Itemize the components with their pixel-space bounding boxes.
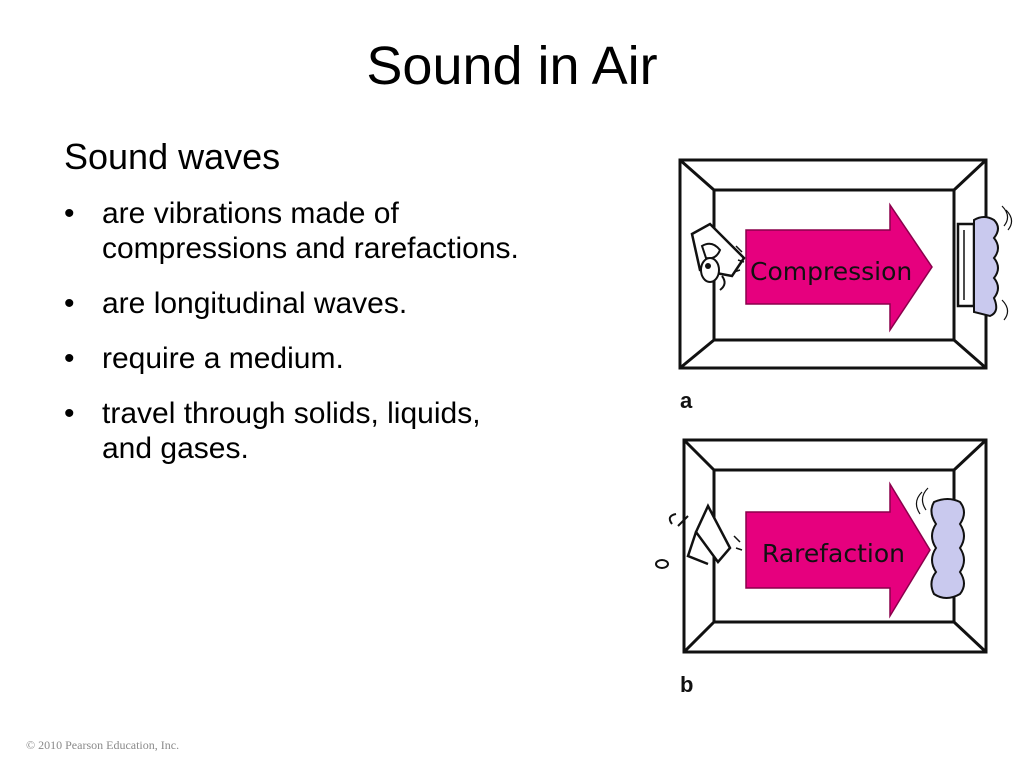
bullet-line: compressions and rarefactions. <box>102 232 519 265</box>
compression-arrow <box>745 202 933 333</box>
rarefaction-arrow <box>745 481 931 619</box>
bullet-line: require a medium. <box>102 342 344 375</box>
eardrum-icon <box>915 487 965 599</box>
slide-title: Sound in Air <box>366 36 658 96</box>
bullet-marker: • <box>64 342 75 375</box>
bullet-line: and gases. <box>102 432 249 465</box>
copyright-notice: © 2010 Pearson Education, Inc. <box>26 738 180 752</box>
rarefaction-diagram: Rarefaction b <box>652 432 1024 702</box>
panel-label-a: a <box>680 388 693 413</box>
bullet-text: are vibrations made of compressions and … <box>102 196 664 266</box>
compression-label: Compression <box>750 257 912 286</box>
bullet-line: travel through solids, liquids, <box>102 397 481 430</box>
bullet-text: travel through solids, liquids, and gase… <box>102 396 664 466</box>
panel-label-b: b <box>680 672 693 697</box>
bullet-text: require a medium. <box>102 341 664 376</box>
rarefaction-figure: Rarefaction b <box>655 438 988 697</box>
bullet-item: • are longitudinal waves. <box>64 286 664 321</box>
speaker-cone-icon <box>690 222 746 291</box>
bullet-text: are longitudinal waves. <box>102 286 664 321</box>
bullet-marker: • <box>64 287 75 320</box>
bullet-item: • travel through solids, liquids, and ga… <box>64 396 664 466</box>
bullet-line: are longitudinal waves. <box>102 287 408 320</box>
bullet-item: • require a medium. <box>64 341 664 376</box>
bullet-item: • are vibrations made of compressions an… <box>64 196 664 266</box>
compression-figure: Compression a <box>678 158 1013 413</box>
bullet-line: are vibrations made of <box>102 197 399 230</box>
bullet-list: • are vibrations made of compressions an… <box>64 196 664 486</box>
bullet-marker: • <box>64 197 75 230</box>
subheading: Sound waves <box>64 136 281 177</box>
bullet-marker: • <box>64 397 75 430</box>
rarefaction-label: Rarefaction <box>762 539 905 568</box>
eardrum-icon <box>956 205 1013 321</box>
compression-diagram: Compression a <box>652 150 1024 418</box>
speaker-cone-icon <box>655 503 743 569</box>
